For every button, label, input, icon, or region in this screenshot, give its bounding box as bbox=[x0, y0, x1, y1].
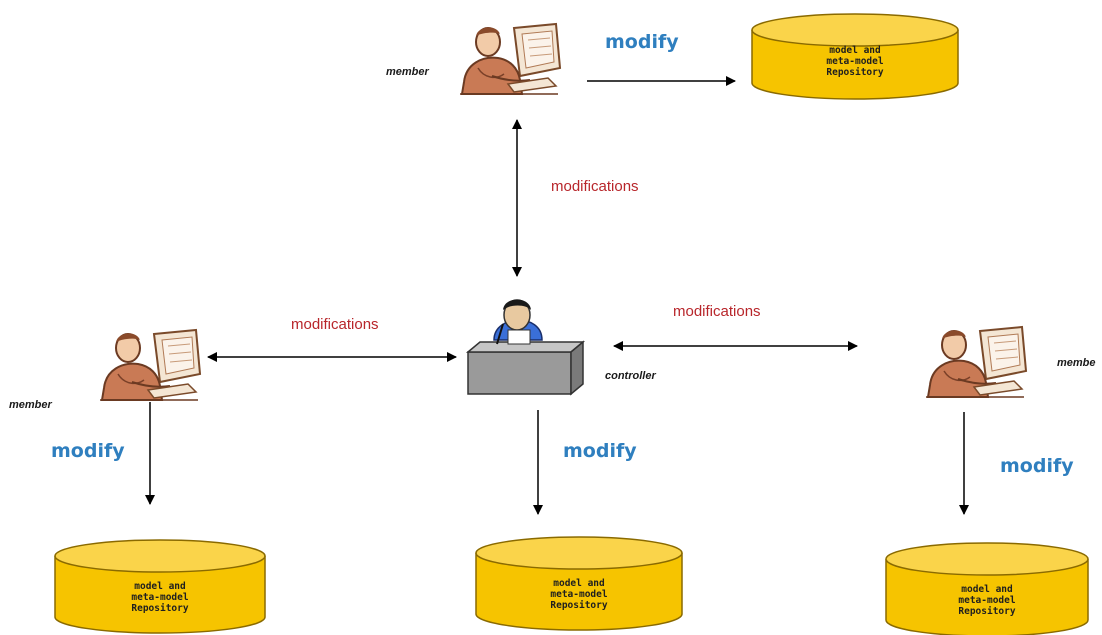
member-left-icon bbox=[99, 329, 201, 401]
modifications-label-top: modifications bbox=[551, 178, 639, 195]
repository-line-2: meta-model bbox=[826, 56, 884, 67]
member-left-label: member bbox=[9, 399, 52, 411]
repository-right-text: model and meta-model Repository bbox=[907, 584, 1067, 617]
repository-line-3: Repository bbox=[550, 600, 608, 611]
modify-label-left: modify bbox=[51, 440, 125, 462]
modify-label-right: modify bbox=[1000, 455, 1074, 477]
repository-line-3: Repository bbox=[958, 606, 1016, 617]
modify-label-top: modify bbox=[605, 31, 679, 53]
repository-line-2: meta-model bbox=[550, 589, 608, 600]
repository-line-1: model and bbox=[134, 581, 186, 592]
repository-top-text: model and meta-model Repository bbox=[775, 45, 935, 78]
controller-label: controller bbox=[605, 370, 656, 382]
repository-line-1: model and bbox=[961, 584, 1013, 595]
repository-right-shape bbox=[885, 542, 1089, 635]
member-right-icon bbox=[925, 326, 1027, 398]
modifications-label-left: modifications bbox=[291, 316, 379, 333]
repository-top-shape bbox=[751, 13, 959, 100]
repository-line-2: meta-model bbox=[958, 595, 1016, 606]
repository-line-1: model and bbox=[829, 45, 881, 56]
repository-left-shape bbox=[54, 539, 266, 634]
member-top-label: member bbox=[386, 66, 429, 78]
repository-line-1: model and bbox=[553, 578, 605, 589]
repository-left-text: model and meta-model Repository bbox=[80, 581, 240, 614]
member-right-label: membe bbox=[1057, 357, 1096, 369]
controller-icon bbox=[465, 299, 586, 396]
member-top-icon bbox=[459, 23, 561, 95]
repository-center-shape bbox=[475, 536, 683, 631]
repository-line-3: Repository bbox=[826, 67, 884, 78]
modifications-label-right: modifications bbox=[673, 303, 761, 320]
modify-label-center: modify bbox=[563, 440, 637, 462]
repository-line-3: Repository bbox=[131, 603, 189, 614]
repository-line-2: meta-model bbox=[131, 592, 189, 603]
repository-center-text: model and meta-model Repository bbox=[499, 578, 659, 611]
